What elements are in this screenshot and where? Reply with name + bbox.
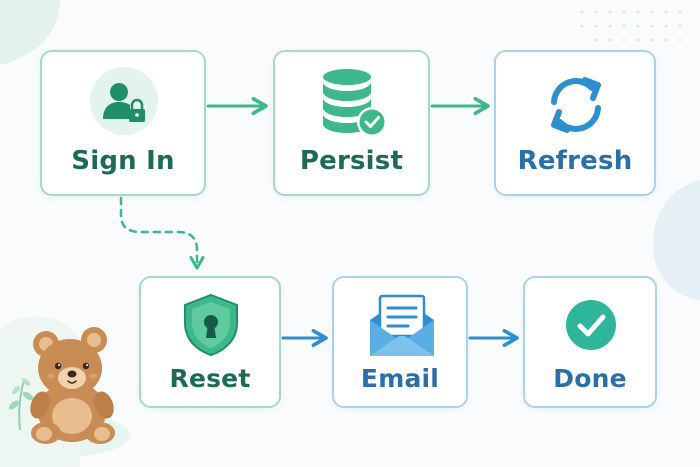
node-label-reset: Reset (169, 364, 251, 393)
node-label-persist: Persist (299, 146, 404, 176)
node-persist: Persist (273, 50, 430, 196)
check-circle-icon (566, 300, 616, 350)
teddy-bear-illustration (30, 327, 115, 444)
dot-grid-decoration (580, 10, 682, 42)
node-sign-in: Sign In (40, 50, 206, 196)
leaf-sprig-decoration (9, 378, 34, 431)
node-email: Email (332, 276, 468, 408)
node-label-email: Email (360, 364, 440, 393)
database-check-icon (323, 69, 387, 137)
node-reset: Reset (139, 276, 281, 408)
user-lock-icon (90, 67, 158, 135)
node-label-refresh: Refresh (517, 146, 633, 176)
node-refresh: Refresh (494, 50, 656, 196)
shield-keyhole-icon (184, 293, 238, 357)
node-label-done: Done (553, 364, 627, 393)
node-done: Done (523, 276, 657, 408)
node-label-sign-in: Sign In (71, 146, 175, 176)
envelope-open-icon (370, 294, 434, 356)
arrow-signin-to-reset (119, 196, 205, 270)
refresh-icon (551, 77, 601, 133)
